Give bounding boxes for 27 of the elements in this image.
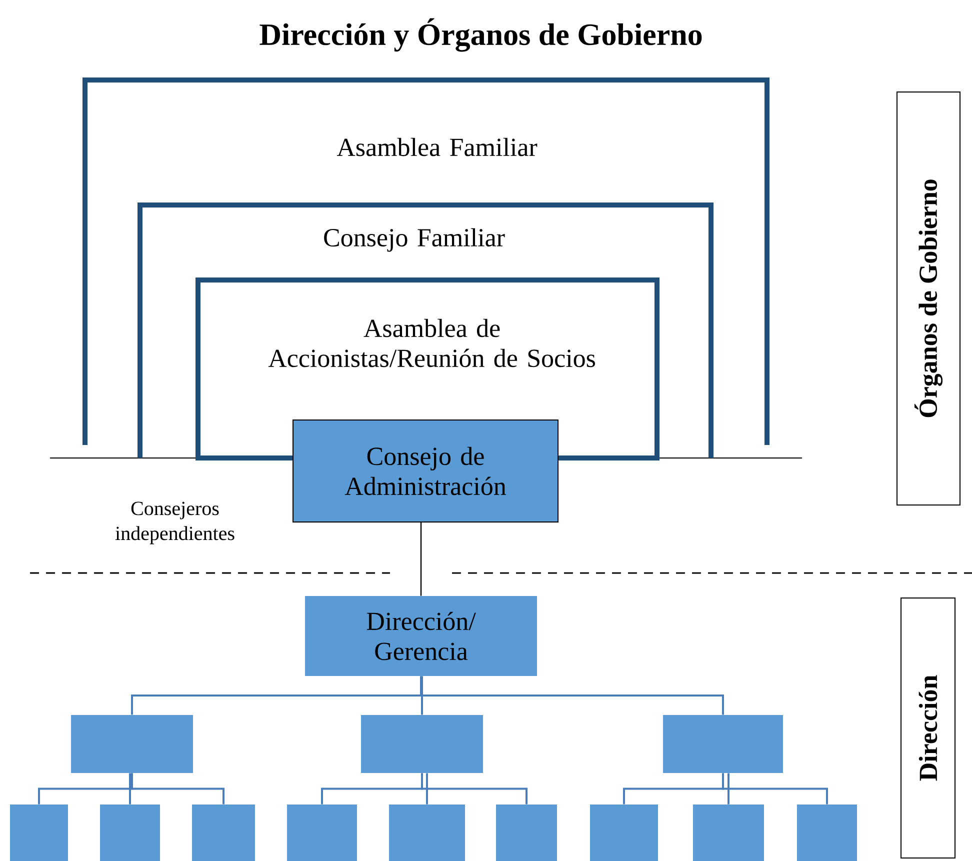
org-box [797, 804, 857, 861]
org-box [590, 804, 658, 861]
side-label-box: Órganos de Gobierno [896, 92, 960, 506]
org-box [100, 804, 160, 861]
org-box [693, 804, 764, 861]
connector-line [129, 773, 131, 804]
org-box: Dirección/Gerencia [305, 596, 537, 676]
org-box [10, 804, 68, 861]
org-box [663, 715, 783, 773]
connector-line [131, 773, 224, 804]
title: Dirección y Órganos de Gobierno [260, 18, 702, 52]
org-box [71, 715, 193, 773]
org-box [496, 804, 557, 861]
connector-line [421, 676, 423, 715]
org-box [389, 804, 465, 861]
org-box [287, 804, 357, 861]
annotation-text: Consejeros independientes [115, 502, 234, 544]
org-box [361, 715, 483, 773]
connector-line [420, 522, 422, 596]
org-box [192, 804, 255, 861]
connector-line [420, 676, 724, 715]
connector-line [426, 773, 428, 804]
connector-line [728, 773, 730, 804]
side-label-box: Dirección [900, 598, 956, 858]
connector-line [421, 773, 528, 804]
connector-line [722, 773, 828, 804]
board-box: Consejo de Administración [292, 420, 558, 522]
